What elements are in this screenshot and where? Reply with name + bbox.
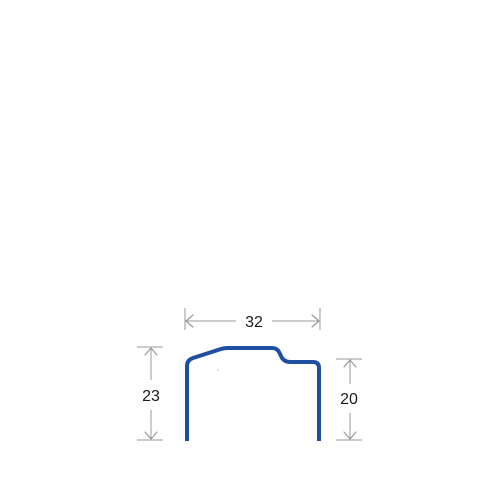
profile-speck: [217, 369, 219, 371]
right-height-dimension: 20: [336, 358, 362, 441]
left-height-arrow-top: [144, 347, 158, 356]
width-arrow-right: [311, 314, 320, 328]
right-height-arrow-bottom: [343, 431, 357, 440]
width-arrow-left: [185, 314, 194, 328]
right-height-arrow-top: [343, 359, 357, 368]
width-dimension: 32: [184, 308, 321, 331]
left-height-arrow-bottom: [144, 431, 158, 440]
left-height-label: 23: [142, 388, 160, 405]
width-label: 32: [245, 314, 263, 331]
left-height-dimension: 23: [137, 346, 163, 441]
right-height-label: 20: [340, 391, 358, 408]
profile-outline: [185, 346, 321, 441]
